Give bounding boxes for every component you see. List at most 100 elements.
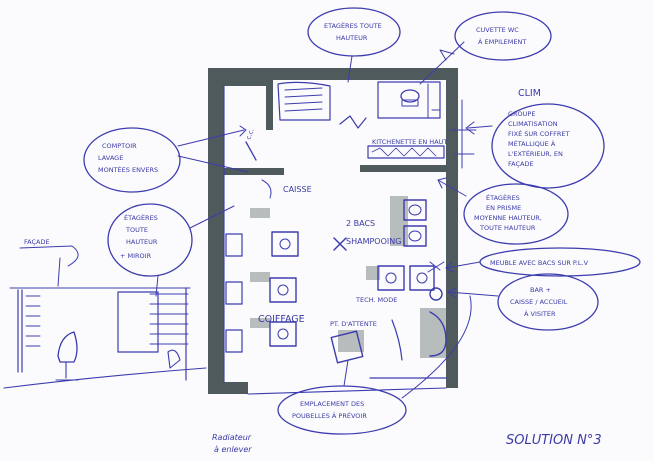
cuvette-line-1: CUVETTE WC bbox=[476, 26, 519, 34]
top-wall bbox=[208, 68, 456, 80]
chair-1-seat bbox=[279, 238, 291, 250]
bubble-emplacement-outline bbox=[277, 385, 407, 435]
groupe-line-4: MÉTALLIQUE À bbox=[508, 139, 556, 148]
chair-2 bbox=[269, 277, 297, 303]
elev-mirror-frame bbox=[117, 291, 159, 353]
emplacement-line-1: EMPLACEMENT DES bbox=[300, 400, 364, 408]
elev-floor-line bbox=[3, 367, 207, 389]
bac-2-bowl bbox=[408, 230, 422, 242]
meuble-mark bbox=[427, 261, 445, 273]
etageres-cote-line-1: ÉTAGÈRES bbox=[486, 193, 520, 202]
wall-station-3 bbox=[225, 329, 243, 353]
caisse-line bbox=[245, 141, 257, 161]
meuble-arrowhead bbox=[445, 261, 455, 273]
emplacement-curve bbox=[401, 295, 472, 399]
tech-chair-1-seat bbox=[385, 272, 397, 284]
mirror-shade-2 bbox=[250, 272, 270, 282]
groupe-arrowhead bbox=[465, 121, 475, 135]
caisse-door-arc bbox=[261, 179, 272, 199]
bubble-etageres-top: ETAGÈRES TOUTE HAUTEUR bbox=[307, 7, 401, 83]
radiateur-line-1: Radiateur bbox=[212, 433, 252, 442]
groupe-line-1: GROUPE bbox=[508, 110, 535, 118]
kitchenette-label: KITCHENETTE EN HAUT bbox=[372, 138, 447, 146]
groupe-line-2: CLIMATISATION bbox=[508, 120, 558, 128]
kitchenette: KITCHENETTE EN HAUT bbox=[367, 138, 447, 159]
wc-bowl bbox=[400, 89, 420, 103]
tech-chair-2-seat bbox=[416, 272, 428, 284]
elev-chair bbox=[57, 331, 78, 363]
waiting-area: PT. D'ATTENTE bbox=[330, 319, 447, 379]
bubble-cuvette-outline bbox=[454, 11, 552, 61]
comptoir-arrowhead-1 bbox=[239, 125, 247, 137]
groupe-line-5: L'EXTÉRIEUR, EN bbox=[508, 149, 563, 158]
bubble-groupe: CLIM GROUPE CLIMATISATION FIXÉ SUR COFFR… bbox=[465, 88, 605, 189]
staircase bbox=[277, 81, 367, 129]
facade-underline bbox=[19, 245, 79, 267]
bac-1 bbox=[403, 199, 427, 221]
bubble-etageres-left-outline bbox=[107, 203, 193, 277]
bacs-label-1: 2 BACS bbox=[346, 219, 375, 228]
chair-2-seat bbox=[277, 284, 289, 296]
chair-1 bbox=[271, 231, 299, 257]
room-outline-strokes bbox=[223, 85, 447, 395]
bubble-emplacement: EMPLACEMENT DES POUBELLES À PRÉVOIR bbox=[277, 295, 472, 435]
bar-shade bbox=[420, 308, 446, 358]
technique-label: TECH. MODE bbox=[355, 296, 397, 304]
etageres-cote-line-2: EN PRISME bbox=[486, 204, 521, 212]
right-wall bbox=[446, 68, 458, 388]
caisse-area: c.c. CAISSE bbox=[244, 127, 312, 199]
bubble-etageres-left: ÉTAGÈRES TOUTE HAUTEUR + MIROIR bbox=[107, 203, 235, 297]
bac-1-bowl bbox=[408, 204, 422, 216]
entry-door-arc bbox=[391, 319, 403, 361]
etageres-left-line-1: ÉTAGÈRES bbox=[124, 213, 158, 222]
kitchen-wall bbox=[360, 165, 446, 172]
etageres-cote-line-4: TOUTE HAUTEUR bbox=[479, 224, 536, 232]
etageres-left-line-3: HAUTEUR bbox=[126, 238, 158, 246]
elev-left-post bbox=[17, 289, 23, 373]
etageres-left-pointer bbox=[189, 205, 235, 229]
elevation-sketch bbox=[3, 287, 207, 389]
comptoir-line-2: LAVAGE bbox=[98, 154, 123, 162]
wc-door bbox=[427, 83, 441, 119]
etageres-top-line-2: HAUTEUR bbox=[336, 34, 368, 42]
wc-room bbox=[377, 81, 441, 119]
groupe-line-3: FIXÉ SUR COFFRET bbox=[508, 129, 570, 138]
floor-plan-walls bbox=[208, 68, 458, 394]
solution-title: SOLUTION N°3 bbox=[506, 433, 602, 448]
etageres-cote-pointer bbox=[437, 179, 467, 197]
radiateur-line-2: à enlever bbox=[214, 445, 252, 454]
stair-wall bbox=[266, 80, 273, 130]
mirror-shade-3 bbox=[250, 318, 270, 328]
meuble-pointer bbox=[445, 261, 481, 269]
etageres-top-pointer bbox=[347, 55, 353, 83]
facade-label: FAÇADE bbox=[24, 238, 50, 246]
bar-line-2: CAISSE / ACCUEIL bbox=[510, 298, 568, 306]
cuvette-pointer bbox=[419, 41, 465, 85]
facade-note: FAÇADE bbox=[19, 238, 79, 287]
caisse-label: CAISSE bbox=[283, 185, 312, 194]
bottom-wall-left bbox=[208, 382, 248, 394]
facade-pointer bbox=[57, 257, 61, 287]
technique-area: TECH. MODE bbox=[355, 265, 435, 304]
etageres-left-line-4: + MIROIR bbox=[120, 252, 152, 260]
bacs-cross-mark bbox=[333, 237, 347, 251]
bubble-etageres-cote-outline bbox=[463, 183, 569, 245]
bubble-bar: BAR + CAISSE / ACCUEIL À VISITER bbox=[447, 273, 599, 331]
bar-pointer bbox=[447, 291, 499, 297]
kitchenette-counter bbox=[367, 145, 445, 159]
emplacement-pointer bbox=[343, 359, 349, 387]
etageres-cote-line-3: MOYENNE HAUTEUR, bbox=[474, 214, 542, 222]
mirror-shade-1 bbox=[250, 208, 270, 218]
clim-title: CLIM bbox=[518, 88, 541, 99]
bacs-label-2: SHAMPOOING bbox=[346, 237, 401, 246]
stair-outline bbox=[277, 81, 331, 121]
emplacement-line-2: POUBELLES À PRÉVOIR bbox=[292, 411, 367, 420]
groupe-line-6: FAÇADE bbox=[508, 160, 534, 168]
left-wall bbox=[208, 68, 224, 394]
attente-label: PT. D'ATTENTE bbox=[330, 320, 377, 328]
waiting-seat bbox=[330, 330, 364, 364]
wc-tank bbox=[401, 99, 419, 107]
zigzag-line bbox=[339, 115, 367, 129]
